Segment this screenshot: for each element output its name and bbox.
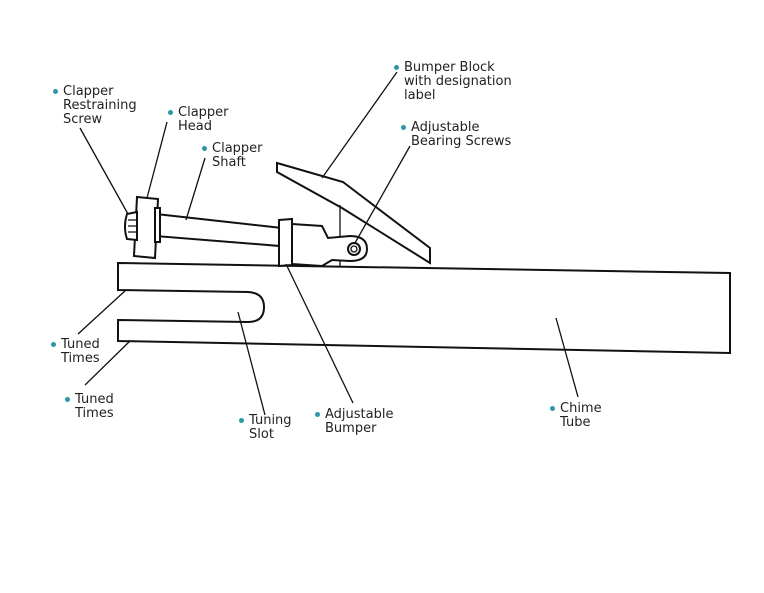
label-bullet xyxy=(401,125,406,130)
label-line: Times xyxy=(75,406,114,421)
label-tuning-slot: Tuning Slot xyxy=(239,413,292,442)
label-bullet xyxy=(51,342,56,347)
label-line: Tuned xyxy=(61,337,100,352)
label-bullet xyxy=(168,110,173,115)
label-clapper-head: Clapper Head xyxy=(168,105,229,134)
bearing-screw-inner xyxy=(350,245,358,253)
label-bullet xyxy=(202,146,207,151)
bumper-block-shape xyxy=(276,161,431,265)
label-line: Restraining xyxy=(63,98,137,113)
label-line: Clapper xyxy=(63,84,114,99)
label-bullet xyxy=(53,89,58,94)
label-bumper-block: Bumper Block with designation label xyxy=(394,60,512,103)
clapper-head-hub xyxy=(154,207,161,243)
label-line: Tuned xyxy=(75,392,114,407)
label-line: Adjustable xyxy=(325,407,394,422)
label-clapper-restraining-screw: Clapper Restraining Screw xyxy=(53,84,137,127)
label-tuned-times-2: Tuned Times xyxy=(65,392,114,421)
label-line: Tube xyxy=(560,415,591,430)
label-line: Bumper xyxy=(325,421,377,436)
screw-threads xyxy=(128,219,136,233)
label-line: Tuning xyxy=(249,413,292,428)
clapper-shaft-shape xyxy=(153,212,284,248)
label-line: Times xyxy=(61,351,100,366)
label-bullet xyxy=(315,412,320,417)
label-adjustable-bearing-screws: Adjustable Bearing Screws xyxy=(401,120,512,149)
label-chime-tube: Chime Tube xyxy=(550,401,602,430)
label-bullet xyxy=(239,418,244,423)
label-tuned-times-1: Tuned Times xyxy=(51,337,100,366)
label-line: Screw xyxy=(63,112,103,127)
label-bullet xyxy=(65,397,70,402)
label-line: Bumper Block xyxy=(404,60,495,75)
bearing-arm-shape xyxy=(291,222,369,268)
chime-tube-shape xyxy=(117,261,731,355)
label-line: Clapper xyxy=(212,141,263,156)
label-line: label xyxy=(404,88,436,103)
adjustable-bumper-shape xyxy=(278,217,293,268)
leader-lines xyxy=(77,71,579,416)
label-line: with designation xyxy=(404,74,512,89)
label-line: Slot xyxy=(249,427,274,442)
label-line: Bearing Screws xyxy=(411,134,512,149)
bearing-screw-outer xyxy=(347,242,361,256)
label-line: Chime xyxy=(560,401,602,416)
label-line: Shaft xyxy=(212,155,246,170)
label-line: Clapper xyxy=(178,105,229,120)
label-adjustable-bumper: Adjustable Bumper xyxy=(315,407,394,436)
label-line: Adjustable xyxy=(411,120,480,135)
label-bullet xyxy=(550,406,555,411)
label-line: Head xyxy=(178,119,212,134)
label-bullet xyxy=(394,65,399,70)
label-clapper-shaft: Clapper Shaft xyxy=(202,141,263,170)
